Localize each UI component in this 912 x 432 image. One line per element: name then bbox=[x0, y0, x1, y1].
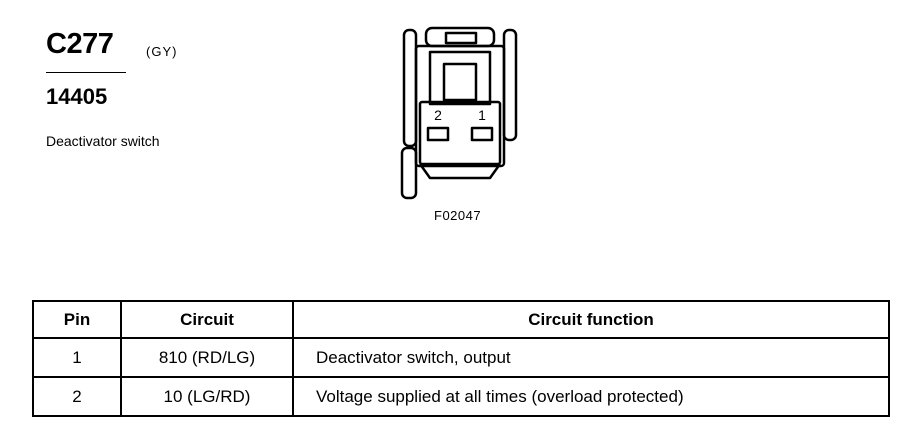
table-header-row: Pin Circuit Circuit function bbox=[32, 300, 890, 339]
table-row: 1 810 (RD/LG) Deactivator switch, output bbox=[32, 337, 890, 378]
connector-key-window bbox=[442, 62, 478, 102]
pin-1-terminal bbox=[470, 126, 494, 142]
column-header-circuit-function: Circuit function bbox=[292, 300, 890, 339]
connector-color-code: (GY) bbox=[146, 44, 178, 59]
connector-left-rail bbox=[402, 28, 418, 148]
pin-cell: 1 bbox=[32, 337, 122, 378]
circuit-cell: 10 (LG/RD) bbox=[120, 376, 294, 417]
connector-id: C277 bbox=[46, 28, 114, 60]
part-number: 14405 bbox=[46, 84, 108, 109]
circuit-cell: 810 (RD/LG) bbox=[120, 337, 294, 378]
pin-table: Pin Circuit Circuit function 1 810 (RD/L… bbox=[32, 300, 890, 417]
pin-label-1: 1 bbox=[478, 107, 486, 123]
pin-2-terminal bbox=[426, 126, 450, 142]
connector-left-lock-tab bbox=[400, 146, 418, 200]
column-header-pin: Pin bbox=[32, 300, 122, 339]
connector-right-rail bbox=[502, 28, 518, 142]
pin-label-2: 2 bbox=[434, 107, 442, 123]
table-row: 2 10 (LG/RD) Voltage supplied at all tim… bbox=[32, 376, 890, 417]
connector-description: Deactivator switch bbox=[46, 133, 160, 149]
connector-body bbox=[414, 44, 506, 168]
circuit-function-cell: Voltage supplied at all times (overload … bbox=[292, 376, 890, 417]
connector-key-outline bbox=[428, 50, 492, 106]
column-header-circuit: Circuit bbox=[120, 300, 294, 339]
connector-latch-window bbox=[444, 31, 478, 45]
pin-cell: 2 bbox=[32, 376, 122, 417]
figure-code: F02047 bbox=[434, 208, 482, 223]
connector-bottom-skirt bbox=[418, 163, 502, 180]
title-divider bbox=[46, 72, 126, 73]
connector-pin-cavity bbox=[418, 100, 502, 166]
circuit-function-cell: Deactivator switch, output bbox=[292, 337, 890, 378]
connector-face-diagram: 2 1 bbox=[400, 26, 518, 200]
